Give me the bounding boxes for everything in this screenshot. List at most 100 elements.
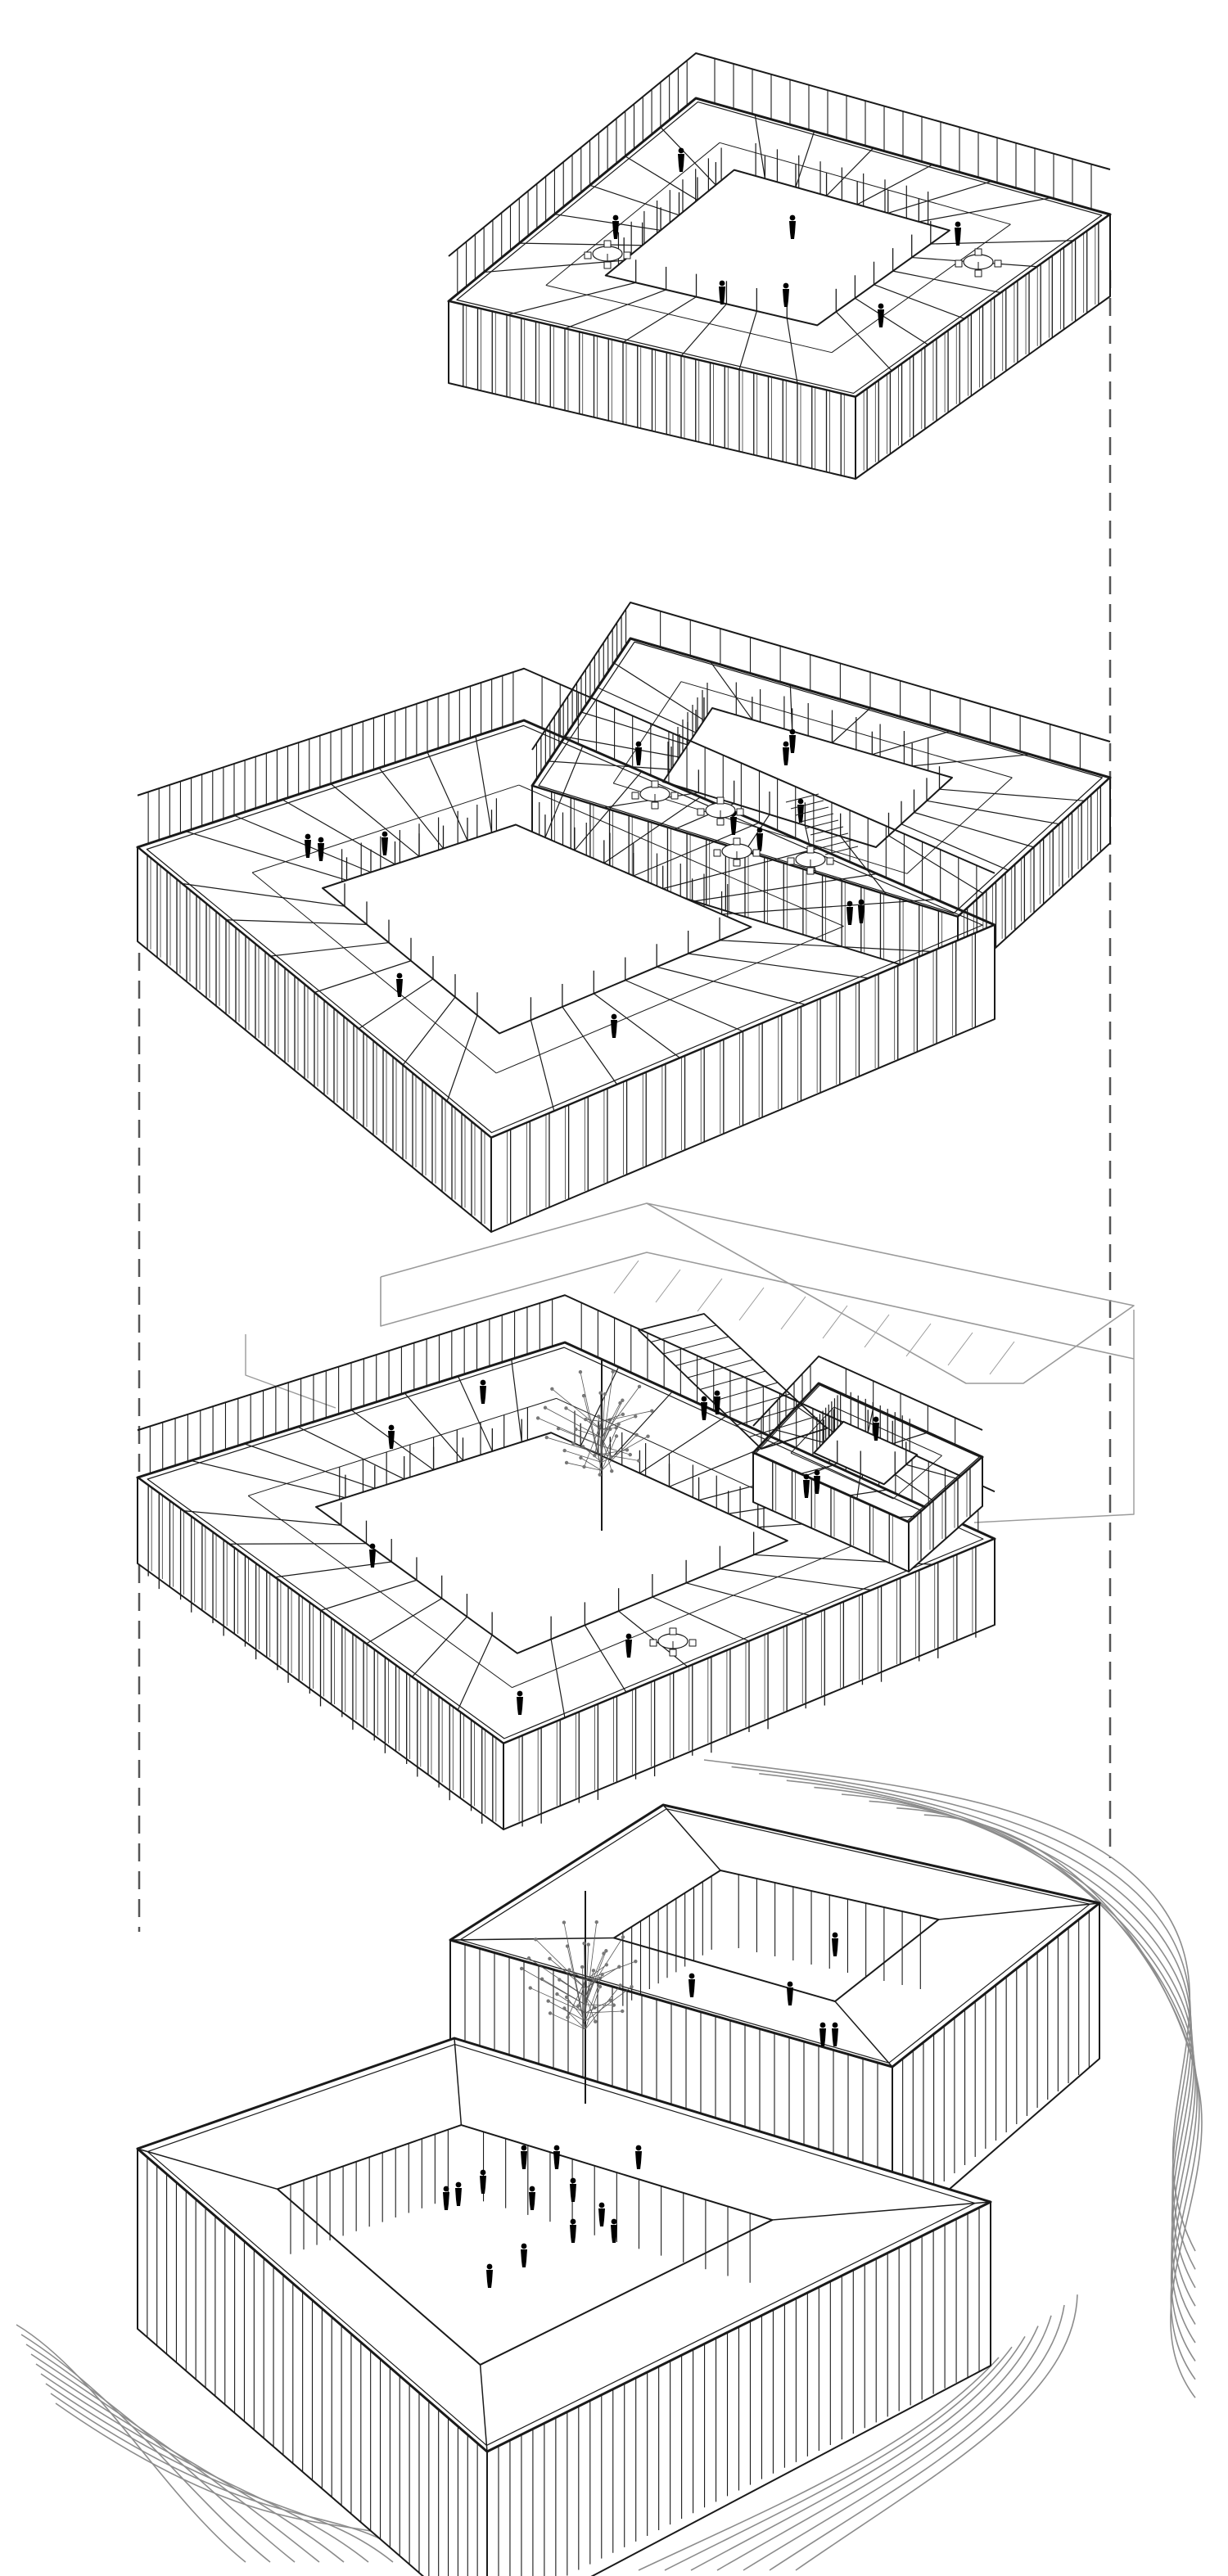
- person-figure: [480, 2169, 486, 2176]
- person-figure: [819, 2028, 826, 2046]
- room-partition: [330, 783, 420, 857]
- person-figure: [486, 2263, 493, 2270]
- person-figure: [611, 1020, 617, 1038]
- person-figure: [381, 831, 388, 837]
- tree-leaf: [564, 1460, 569, 1465]
- room-partition: [244, 1443, 375, 1489]
- roof-hip-line: [479, 2364, 488, 2452]
- tree-branch: [585, 1986, 601, 2030]
- tree-branch: [601, 1386, 640, 1438]
- room-partition: [840, 836, 887, 896]
- tree-branch: [535, 1938, 586, 1989]
- room-partition: [446, 1015, 478, 1102]
- room-partition: [402, 996, 456, 1066]
- chair: [669, 1627, 677, 1635]
- stair-tread: [687, 1359, 754, 1378]
- person-figure: [480, 1379, 486, 1386]
- person-figure: [847, 900, 853, 907]
- courtyard-tree: [519, 1891, 638, 2104]
- tree-leaf: [602, 1951, 606, 1956]
- tree-leaf: [646, 1434, 650, 1438]
- corridor-line: [892, 1455, 942, 1500]
- tree-branch: [566, 1408, 603, 1430]
- ghost-parking-bay: [905, 1323, 932, 1357]
- chair: [670, 792, 679, 800]
- person-figure: [529, 2186, 535, 2192]
- chair: [669, 1649, 677, 1657]
- room-partition: [427, 751, 468, 841]
- person-figure: [517, 1690, 523, 1697]
- person-figure: [455, 2188, 462, 2206]
- corridor-line: [790, 1452, 894, 1500]
- contour-line: [869, 1800, 1198, 2362]
- room-partition: [805, 1463, 837, 1477]
- person-figure: [396, 979, 403, 997]
- room-partition: [639, 1415, 727, 1474]
- room-partition: [185, 831, 347, 881]
- person-figure: [814, 1476, 820, 1494]
- stair-tread: [805, 819, 839, 829]
- room-partition: [548, 760, 672, 770]
- room-partition: [660, 127, 716, 186]
- person-figure: [789, 221, 796, 239]
- person-figure: [305, 833, 311, 840]
- room-partition: [554, 214, 661, 231]
- corridor-line: [512, 1539, 867, 1689]
- tree-leaf: [564, 1995, 569, 2000]
- room-partition: [320, 1579, 418, 1612]
- room-partition: [720, 1568, 873, 1591]
- person-figure: [783, 747, 789, 765]
- contour-line: [703, 1759, 1196, 2252]
- tree-leaf: [586, 1942, 590, 1947]
- room-partition: [926, 800, 1060, 825]
- chair: [584, 251, 592, 259]
- tree-leaf: [618, 1983, 622, 1987]
- tree-leaf: [535, 1416, 540, 1420]
- room-partition: [613, 662, 705, 721]
- corridor-line: [719, 142, 1011, 225]
- person-figure: [388, 1424, 395, 1431]
- stair-core: [638, 1313, 828, 1450]
- person-figure: [455, 2181, 462, 2188]
- tree-leaf: [621, 1412, 625, 1417]
- person-figure: [388, 1431, 395, 1449]
- room-partition: [314, 960, 412, 994]
- person-figure: [612, 221, 619, 239]
- corridor-line: [831, 223, 1011, 354]
- tree-leaf: [578, 1369, 583, 1374]
- person-figure: [611, 2225, 617, 2243]
- tree-branch: [601, 1436, 648, 1463]
- corridor-line: [545, 285, 833, 354]
- tree-branch: [601, 1371, 614, 1455]
- stair-tread: [675, 1347, 742, 1366]
- person-figure: [873, 1416, 879, 1423]
- chair: [806, 867, 815, 875]
- room-partition: [856, 1473, 861, 1500]
- room-partition: [662, 847, 819, 890]
- tree-leaf: [555, 1992, 559, 1996]
- tree-leaf: [576, 2004, 580, 2008]
- tree-leaf: [604, 1949, 608, 1953]
- tree-branch: [585, 1974, 603, 2022]
- person-figure: [955, 228, 961, 246]
- tree-leaf: [604, 1963, 609, 1967]
- room-partition: [366, 1598, 442, 1644]
- room-partition: [191, 1459, 346, 1499]
- tree-leaf: [567, 1968, 571, 1972]
- chair: [974, 269, 982, 277]
- tree-branch: [601, 1423, 619, 1463]
- room-partition: [530, 1020, 555, 1112]
- tree-leaf: [628, 1452, 633, 1457]
- roof-hip-line: [662, 1804, 721, 1871]
- person-figure: [878, 309, 884, 327]
- tree-branch: [564, 1450, 603, 1463]
- tree-leaf: [562, 2006, 567, 2010]
- room-partition: [622, 296, 697, 343]
- tree-leaf: [548, 1956, 552, 1961]
- tree-leaf: [543, 1405, 548, 1410]
- tree-leaf: [562, 1448, 567, 1453]
- chair: [736, 808, 744, 816]
- room-partition: [874, 284, 965, 319]
- person-figure: [719, 286, 725, 305]
- contour-line: [30, 2353, 320, 2563]
